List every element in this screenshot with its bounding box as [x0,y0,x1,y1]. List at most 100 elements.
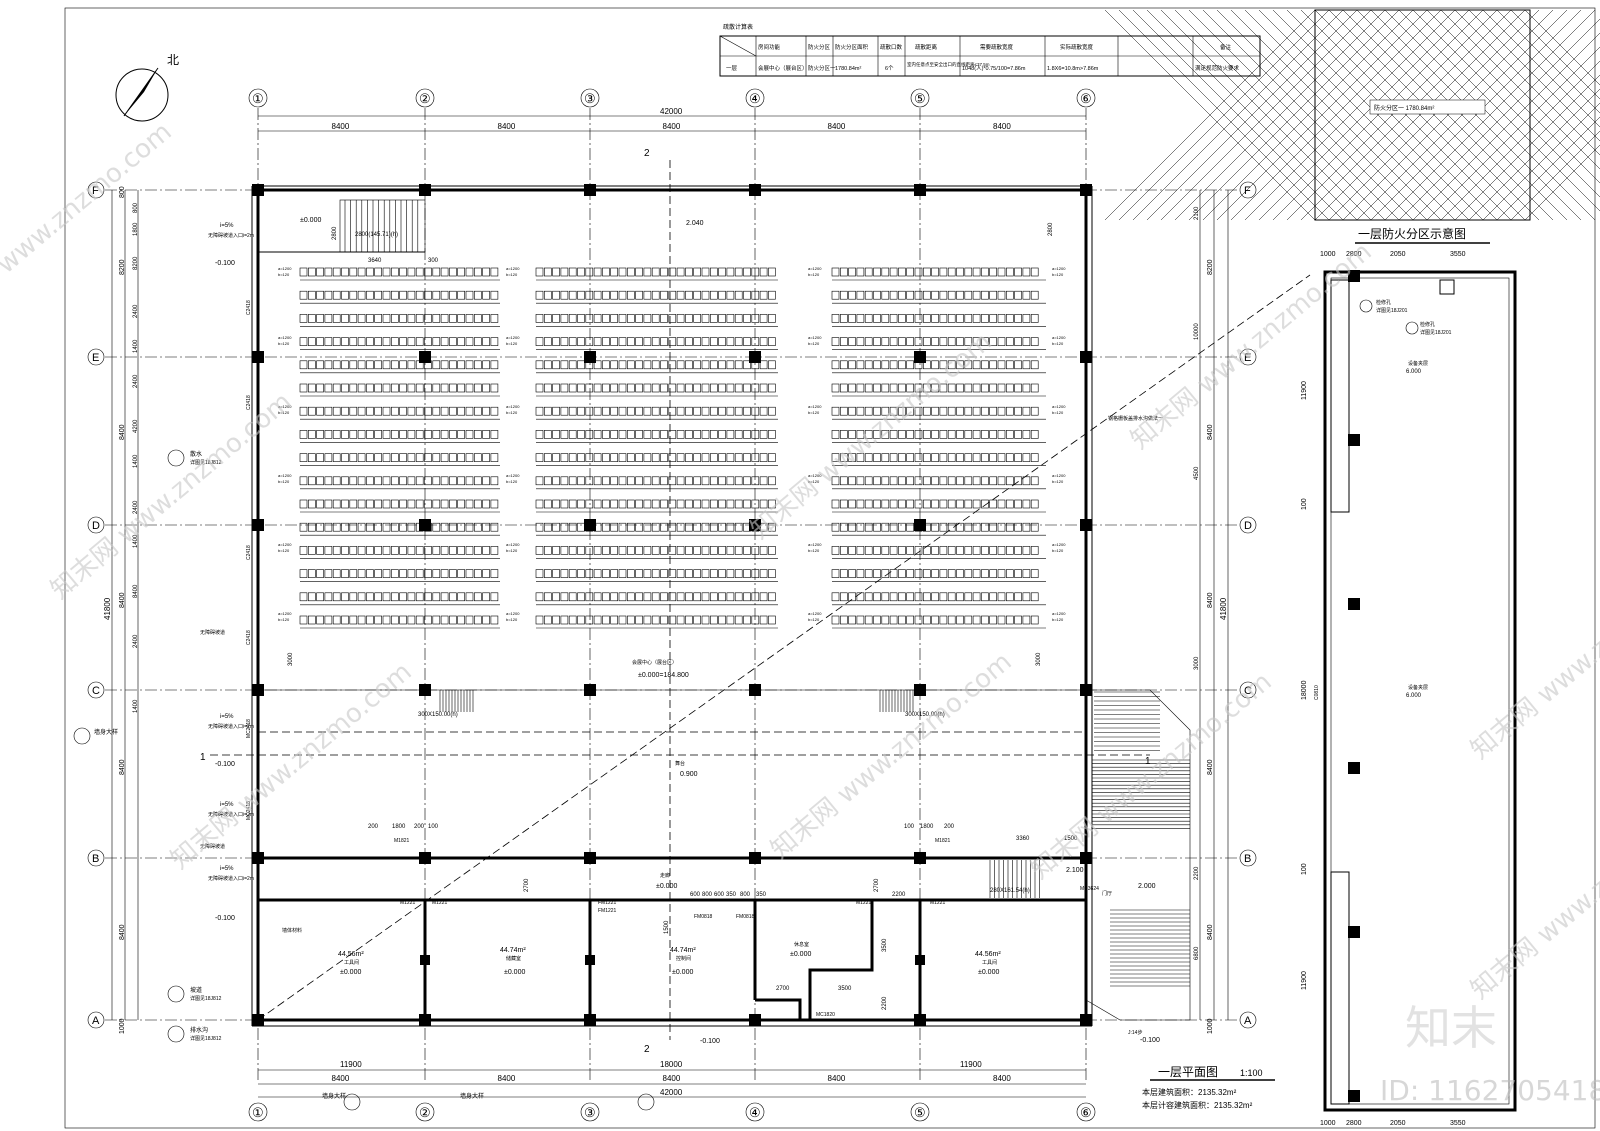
seat [307,615,316,625]
seat [651,499,660,509]
seat [931,546,939,555]
seat [668,430,677,439]
seat [1022,383,1031,393]
seat [972,267,981,277]
seat [585,592,594,602]
seat [964,430,973,439]
seat [490,546,499,555]
column [749,852,761,864]
seat [449,383,457,393]
seat-label-a: a=1200 [808,335,822,340]
seat [357,314,366,323]
axis-bubble [87,348,105,366]
seat [473,383,482,393]
axis-label-right: B [1244,853,1251,865]
seat [1005,569,1014,578]
seat-label-a: a=1200 [506,473,520,478]
seat [864,267,873,277]
seat [898,314,906,323]
seat [626,290,635,300]
keyplan-dim-left: 11900 [1301,971,1308,990]
level-right-step: 2.000 [1138,883,1156,890]
seat [552,453,560,462]
seat-label-b: b=120 [278,479,290,484]
th-7: 实际疏散宽度 [1060,43,1094,51]
seat [490,453,499,462]
seat [366,290,374,300]
seat [618,430,627,439]
seat [889,522,898,532]
seat [956,383,964,393]
seat [577,569,585,578]
seat [734,406,743,416]
td-1: 会展中心（展台区） [758,64,808,72]
seat [457,476,466,486]
keyplan-sub-2: 设备夹层 [1408,684,1428,691]
seat [864,546,873,555]
seat [366,569,374,578]
seat [734,499,743,509]
seat [981,290,989,300]
seat [552,546,560,555]
seat [768,383,776,393]
seat [457,337,466,346]
callout-detail-bot2: 墙身大样 [322,1092,346,1100]
seat [889,499,898,509]
seat [635,430,643,439]
seat [997,569,1006,578]
axis-label-right: E [1244,352,1251,364]
seat [906,337,915,346]
seat [1022,615,1031,625]
seat [449,499,457,509]
seat [964,337,973,346]
seat [332,267,341,277]
seat [535,569,544,578]
seat [947,406,956,416]
seat [768,337,776,346]
seat [324,430,333,439]
seat [490,314,499,323]
td-4: 6个 [885,65,894,72]
seat [457,406,466,416]
seat [626,267,635,277]
seat [676,499,685,509]
seat [399,290,407,300]
seat [759,592,768,602]
seat [357,615,366,625]
seat [709,569,718,578]
axis-label-top: ② [419,91,431,106]
seat [668,592,677,602]
seat [759,267,768,277]
seat [316,522,324,532]
seat [839,453,848,462]
seat [626,592,635,602]
seat [482,569,490,578]
keyplan-column [1348,598,1360,610]
seat [718,383,726,393]
seat [676,337,685,346]
seat [473,290,482,300]
seat [1030,592,1039,602]
seat [922,430,931,439]
seat [997,314,1006,323]
wall-note: 墙体材料 [282,927,302,934]
seat [660,569,668,578]
seat [660,546,668,555]
seat [685,499,693,509]
seat [922,569,931,578]
td-5: 室内任意点至安全出口的直线距离≤37.5m [907,61,990,68]
seat [482,592,490,602]
seat [316,360,324,370]
seat [349,290,358,300]
seat [759,314,768,323]
seat [972,314,981,323]
seat [718,615,726,625]
section-mark-right: 1 [1145,756,1151,767]
seat [956,569,964,578]
seat [299,267,308,277]
image-id: ID: 1162705418 [1380,1074,1600,1107]
seat [324,337,333,346]
seat-label-b: b=120 [506,479,518,484]
seat [332,290,341,300]
seat [543,406,552,416]
